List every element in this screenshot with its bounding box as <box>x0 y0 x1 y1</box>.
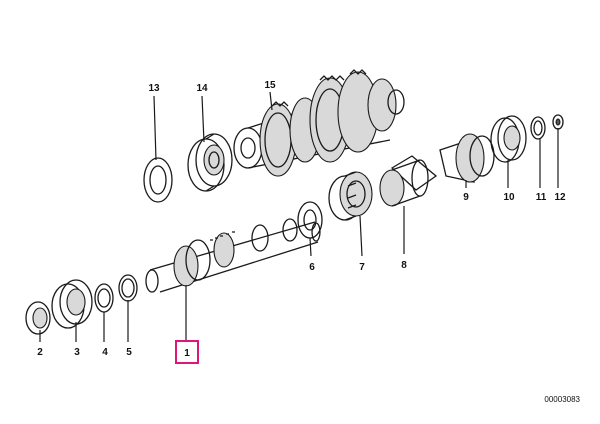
part-3-bearing <box>51 279 93 329</box>
part-9-pinion <box>439 133 495 183</box>
callout-7: 7 <box>359 262 365 273</box>
part-10-bearing <box>490 115 527 163</box>
part-11-circlip <box>530 116 546 140</box>
part-4-ring <box>94 283 114 313</box>
catalog-number: 00003083 <box>544 395 580 404</box>
part-8-sleeve <box>379 155 438 207</box>
part-6-washer <box>297 201 323 239</box>
part-15-cluster-gear <box>233 69 405 177</box>
callout-8: 8 <box>401 260 407 271</box>
callout-4: 4 <box>102 347 108 358</box>
callouts: 13 14 15 2 3 4 5 1 6 7 8 9 10 11 12 <box>37 80 566 364</box>
part-14-bearing <box>187 133 233 192</box>
callout-14: 14 <box>196 83 208 94</box>
callout-12: 12 <box>554 192 566 203</box>
part-12-washer <box>552 114 564 130</box>
part-2-seal <box>25 301 51 335</box>
part-5-ring <box>118 274 138 302</box>
callout-2: 2 <box>37 347 43 358</box>
leader-lines <box>39 91 559 342</box>
callout-15: 15 <box>264 80 276 91</box>
callout-13: 13 <box>148 83 160 94</box>
part-7-needle-bearing <box>328 171 373 221</box>
callout-1: 1 <box>184 348 190 359</box>
callout-6: 6 <box>309 262 315 273</box>
callout-11: 11 <box>536 192 547 203</box>
part-13-washer <box>143 157 173 203</box>
callout-10: 10 <box>503 192 515 203</box>
callout-3: 3 <box>74 347 80 358</box>
part-1-main-shaft <box>145 218 321 293</box>
callout-9: 9 <box>463 192 469 203</box>
callout-5: 5 <box>126 347 132 358</box>
part-1-highlight-box <box>175 340 199 364</box>
